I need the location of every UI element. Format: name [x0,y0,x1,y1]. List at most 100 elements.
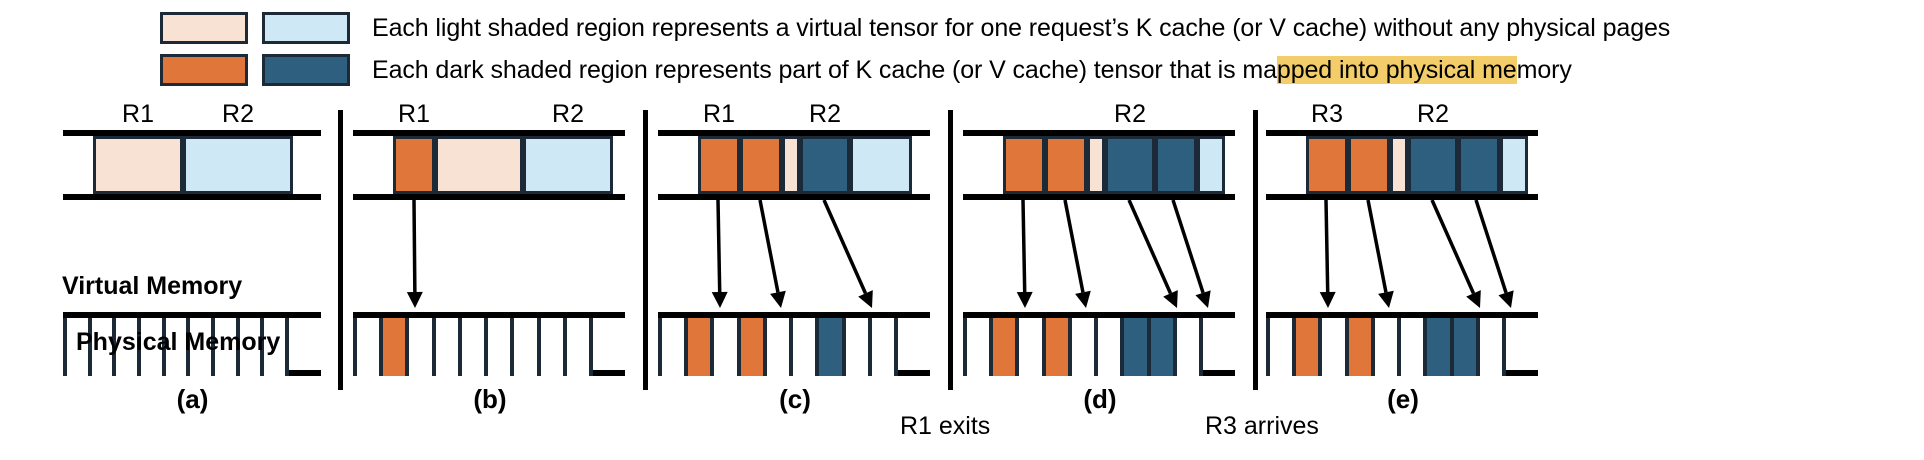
physical-memory-bar [963,312,1235,376]
arrow-line [1063,199,1085,293]
virtual-block [1348,136,1390,194]
arrow-head [1378,290,1394,308]
physical-memory-bar [658,312,930,376]
virtual-bar-blocks [63,136,321,194]
request-label-r1: R1 [122,100,154,128]
arrow-line [1127,199,1173,295]
arrow-line [822,199,868,295]
virtual-bar-top-rule [63,130,321,136]
virtual-bar-bottom-rule [1266,194,1538,200]
arrow-head [1075,290,1091,308]
arrow-head [711,291,728,308]
arrow-line [1021,199,1027,293]
virtual-block [850,136,912,194]
physical-page-cells [658,318,930,376]
arrow-line [1366,199,1388,293]
virtual-bar-top-rule [1266,130,1538,136]
physical-page-cell [562,318,593,376]
physical-memory-bar [353,312,625,376]
physical-page-cells [963,318,1235,376]
virtual-block [1155,136,1197,194]
legend-text-dark-highlighted: pped into physical me [1276,56,1517,84]
arrow-head [1163,290,1178,308]
legend: Each light shaded region represents a vi… [0,0,1924,100]
virtual-block [800,136,850,194]
virtual-bar-bottom-rule [353,194,625,200]
physical-page-cell [867,318,898,376]
virtual-memory-bar [1266,130,1538,200]
virtual-block [1390,136,1408,194]
request-label-r1: R1 [398,100,430,128]
virtual-memory-bar [658,130,930,200]
virtual-bar-bottom-rule [63,194,321,200]
arrow-head [858,290,873,308]
virtual-bar-bottom-rule [963,194,1235,200]
physical-memory-bar [63,312,321,376]
annotation-r3-arrives: R3 arrives [1205,412,1319,440]
virtual-block [1003,136,1045,194]
arrow-line [1430,199,1476,295]
physical-bar-top-rule [353,312,625,318]
physical-memory-label: Physical Memory [76,328,281,356]
request-label-r1: R1 [703,100,735,128]
virtual-bar-top-rule [963,130,1235,136]
request-label-r2: R2 [1114,100,1146,128]
virtual-block [523,136,613,194]
physical-page-cell [1475,318,1506,376]
virtual-memory-label: Virtual Memory [62,272,243,300]
physical-page-cell [684,318,715,376]
arrow-head [406,291,423,308]
virtual-block [1408,136,1458,194]
physical-page-cells [353,318,625,376]
arrow-head [1195,290,1211,308]
panel-d: R2(d) [955,100,1258,414]
arrow-line [716,199,722,293]
virtual-block [1197,136,1225,194]
virtual-bar-top-rule [353,130,625,136]
physical-bar-top-rule [63,312,321,318]
virtual-block [183,136,293,194]
physical-bar-top-rule [658,312,930,318]
virtual-memory-bar [353,130,625,200]
virtual-block [1500,136,1528,194]
virtual-memory-bar [963,130,1235,200]
virtual-bar-blocks [658,136,930,194]
physical-page-cells [1266,318,1538,376]
virtual-bar-blocks [963,136,1235,194]
arrow-line [1324,199,1330,293]
physical-page-cell [1344,318,1375,376]
physical-page-cell [1172,318,1203,376]
virtual-block [782,136,800,194]
virtual-block [435,136,523,194]
arrow-head [1016,291,1033,308]
panel-c: R1 R2 (c) [650,100,953,414]
legend-swatch-dark-orange [160,54,248,86]
physical-page-cell [260,318,289,376]
panel-divider [1253,110,1258,390]
virtual-bar-top-rule [658,130,930,136]
panel-divider [948,110,953,390]
request-label-r3: R3 [1311,100,1343,128]
virtual-block [1045,136,1087,194]
panel-caption-c: (c) [779,384,811,414]
legend-swatch-light-blue [262,12,350,44]
legend-row-dark: Each dark shaded region represents part … [160,50,1572,90]
arrow-head [770,290,786,308]
legend-swatch-light-orange [160,12,248,44]
physical-page-cells [63,318,321,376]
virtual-bar-blocks [1266,136,1538,194]
legend-text-light: Each light shaded region represents a vi… [372,14,1671,42]
physical-bar-top-rule [1266,312,1538,318]
panel-divider [643,110,648,390]
virtual-block [1458,136,1500,194]
virtual-memory-bar [63,130,321,200]
panel-caption-e: (e) [1387,384,1419,414]
panel-caption-b: (b) [473,384,507,414]
request-label-r2: R2 [809,100,841,128]
physical-bar-top-rule [963,312,1235,318]
legend-swatch-dark-blue [262,54,350,86]
virtual-block [93,136,183,194]
arrow-head [1498,290,1514,308]
